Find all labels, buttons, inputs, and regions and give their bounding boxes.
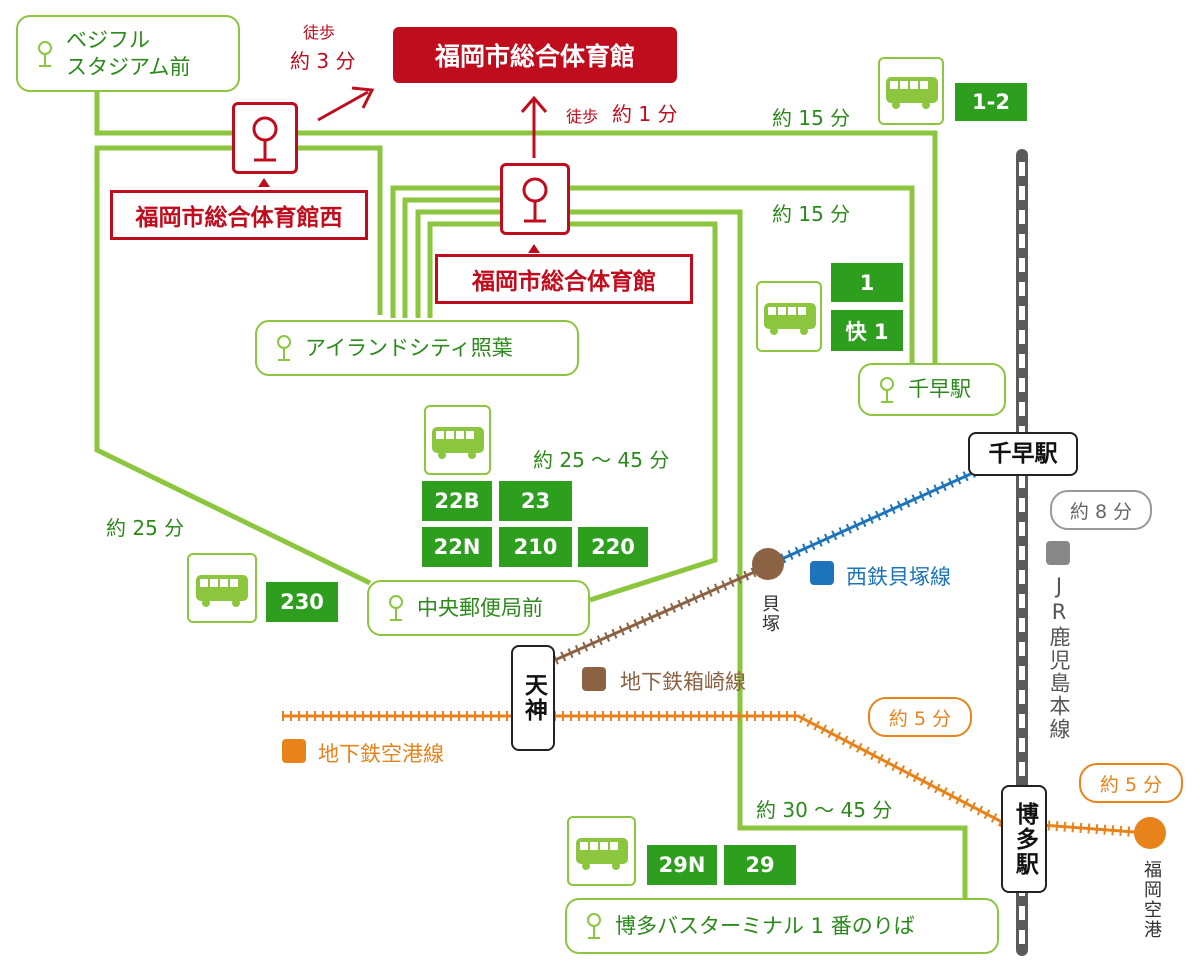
walk-label-top: 徒歩 xyxy=(303,23,336,42)
stop-gym-label: 福岡市総合体育館 xyxy=(435,254,693,304)
bus-route-230-line xyxy=(94,145,383,586)
destination-title: 福岡市総合体育館 xyxy=(393,27,677,83)
stop-hakata-bus-terminal: 博多バスターミナル 1 番のりば xyxy=(565,898,999,954)
time-route-230: 約 25 分 xyxy=(106,516,185,540)
bus-icon xyxy=(576,838,628,870)
gym-west-stop-pin xyxy=(232,102,298,174)
time-route-1-2: 約 15 分 xyxy=(772,106,851,130)
walk-label-1: 徒歩 xyxy=(566,107,599,126)
walk-arrows xyxy=(317,86,548,158)
bus-icon-22 xyxy=(424,405,491,475)
route-badge-230: 230 xyxy=(266,582,338,622)
stop-island-city-label: アイランドシティ照葉 xyxy=(305,335,513,360)
train-icon xyxy=(810,561,834,585)
route-badge-29n: 29N xyxy=(647,845,717,885)
stop-hakata-bus-terminal-label: 博多バスターミナル 1 番のりば xyxy=(615,913,915,938)
airport-station-marker xyxy=(1134,817,1166,849)
bus-route-22-line-e xyxy=(570,221,718,603)
bus-stop-pin-icon xyxy=(389,595,403,621)
bus-icon xyxy=(886,77,938,109)
bus-route-1-2-line xyxy=(94,90,938,368)
bus-icon xyxy=(764,303,816,335)
stop-chihaya: 千早駅 xyxy=(858,363,1006,416)
stop-gym-west-label: 福岡市総合体育館西 xyxy=(110,190,368,240)
stop-chuo-post: 中央郵便局前 xyxy=(367,580,590,636)
line-hakozaki-label: 地下鉄箱崎線 xyxy=(620,670,746,694)
station-kaizuka-label: 貝塚 xyxy=(759,594,780,634)
bus-route-1-line xyxy=(390,185,915,368)
train-icon xyxy=(282,739,306,763)
nishitetsu-kaizuka-line xyxy=(772,467,978,567)
stop-chuo-post-label: 中央郵便局前 xyxy=(417,595,543,620)
line-airport-label: 地下鉄空港線 xyxy=(318,742,444,766)
bus-route-22-line-a xyxy=(402,197,500,318)
bus-icon-230 xyxy=(187,553,257,623)
bus-stop-pin-icon xyxy=(38,40,52,67)
bus-route-22-line-c xyxy=(427,221,500,318)
bus-icon xyxy=(432,427,484,459)
line-jr-label: JR鹿児島本線 xyxy=(1047,574,1071,741)
station-tenjin: 天神 xyxy=(511,645,555,751)
walk-time-1: 約 1 分 xyxy=(612,102,678,126)
time-airport-line-bubble: 約 5 分 xyxy=(868,697,972,737)
bus-icon-1-2 xyxy=(878,57,944,125)
time-route-1: 約 15 分 xyxy=(772,202,851,226)
route-badge-22n: 22N xyxy=(422,527,492,567)
station-airport-label: 福岡空港 xyxy=(1141,860,1162,940)
stop-island-city: アイランドシティ照葉 xyxy=(255,320,579,376)
bus-stop-pin-icon xyxy=(252,116,278,162)
route-badge-23: 23 xyxy=(499,481,572,521)
route-badge-210: 210 xyxy=(499,527,572,567)
bus-stop-pin-icon xyxy=(587,913,601,939)
train-icon xyxy=(1046,541,1070,565)
bus-icon xyxy=(196,575,248,607)
stop-vegifull-line2: スタジアム前 xyxy=(66,54,191,79)
bus-stop-pin-icon xyxy=(277,335,291,361)
bus-icon-29 xyxy=(567,816,636,886)
route-badge-1: 1 xyxy=(831,263,903,302)
stop-vegifull: ベジフル スタジアム前 xyxy=(16,15,240,92)
route-badge-1-2: 1-2 xyxy=(955,83,1027,121)
kaizuka-station-marker xyxy=(752,548,784,580)
gym-stop-pin xyxy=(500,163,570,235)
time-nishitetsu-bubble: 約 8 分 xyxy=(1050,490,1152,530)
route-badge-kai1: 快 1 xyxy=(831,310,903,351)
bus-route-22-line-d xyxy=(570,209,968,902)
time-route-29: 約 30 ～ 45 分 xyxy=(756,798,893,822)
time-route-22: 約 25 ～ 45 分 xyxy=(533,448,670,472)
stop-vegifull-line1: ベジフル xyxy=(66,28,150,53)
station-hakata: 博多駅 xyxy=(1001,785,1047,893)
route-badge-220: 220 xyxy=(578,527,648,567)
train-icon xyxy=(582,667,606,691)
bus-stop-pin-icon xyxy=(522,177,548,223)
walk-time-3: 約 3 分 xyxy=(290,49,356,73)
bus-route-22-line-b xyxy=(415,209,500,318)
line-nishitetsu-label: 西鉄貝塚線 xyxy=(846,565,951,589)
stop-chihaya-label: 千早駅 xyxy=(908,377,971,402)
route-badge-29: 29 xyxy=(724,845,796,885)
bus-icon-1 xyxy=(756,281,822,352)
route-badge-22b: 22B xyxy=(422,481,492,521)
station-chihaya: 千早駅 xyxy=(968,432,1078,476)
bus-stop-pin-icon xyxy=(880,376,894,403)
time-airport-bubble: 約 5 分 xyxy=(1079,763,1183,803)
hakozaki-line xyxy=(552,561,771,665)
